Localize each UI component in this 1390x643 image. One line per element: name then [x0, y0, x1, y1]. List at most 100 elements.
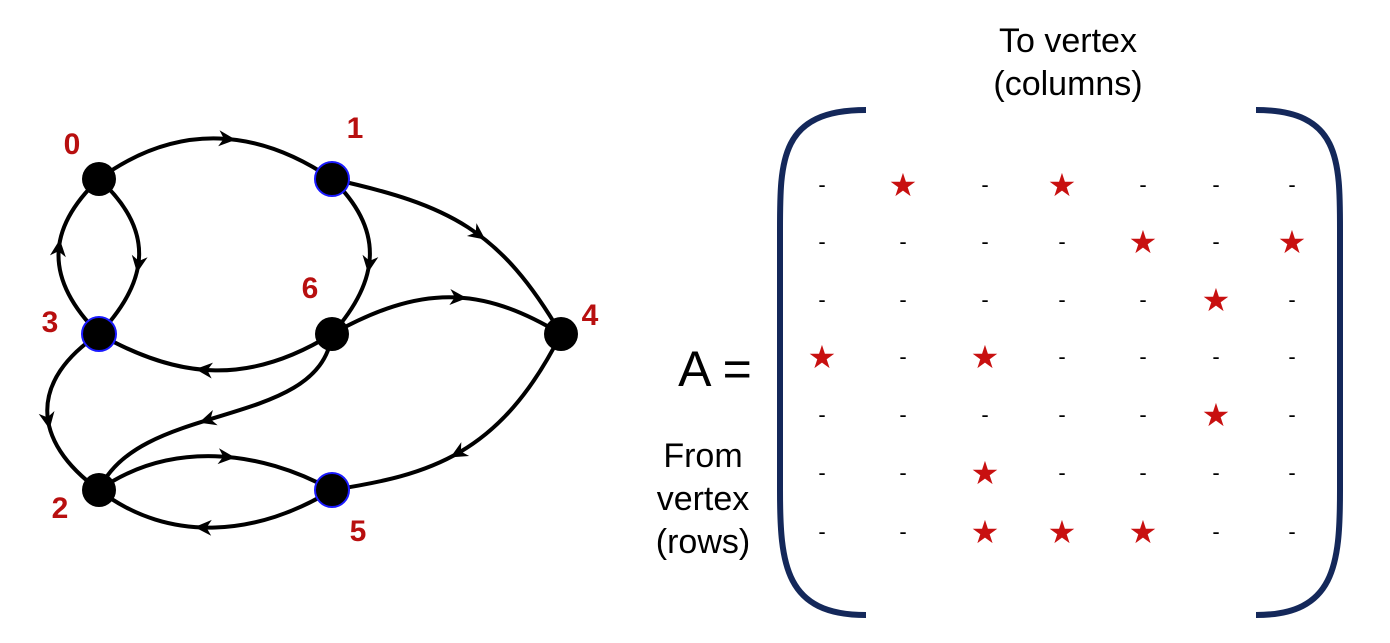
vertex-3 — [81, 316, 117, 352]
vertex-6 — [315, 317, 349, 351]
edge-arrowhead — [38, 411, 55, 430]
matrix-cell-r6-c4: ★ — [1129, 513, 1158, 551]
graph-edges — [38, 130, 563, 536]
matrix-cell-r1-c1: - — [899, 229, 906, 254]
matrix-cell-r5-c2: ★ — [971, 454, 1000, 492]
matrix-cell-r3-c1: - — [899, 344, 906, 369]
matrix-cell-r4-c6: - — [1288, 402, 1295, 427]
vertex-label-2: 2 — [52, 492, 69, 525]
edge-0-to-1 — [97, 136, 334, 181]
matrix-cell-r3-c4: - — [1139, 344, 1146, 369]
matrix-cell-r2-c6: - — [1288, 287, 1295, 312]
matrix-cells: - ★ - ★ - - - - - - - ★ - ★ - - - - - ★ - ★ - ★ - - - - - - - - - ★ - - - ★ - -… — [808, 166, 1307, 551]
matrix-cell-r6-c5: - — [1212, 519, 1219, 544]
matrix-cell-r0-c6: - — [1288, 172, 1295, 197]
matrix-cell-r5-c4: - — [1139, 460, 1146, 485]
column-caption-line2: (columns) — [993, 65, 1142, 103]
matrix-cell-r4-c2: - — [981, 402, 988, 427]
vertex-label-1: 1 — [347, 112, 364, 145]
matrix-cell-r1-c6: ★ — [1278, 223, 1307, 261]
vertex-1 — [314, 161, 350, 197]
matrix-cell-r2-c5: ★ — [1202, 281, 1231, 319]
vertex-label-6: 6 — [302, 272, 319, 305]
matrix-cell-r4-c3: - — [1058, 402, 1065, 427]
edge-arrowhead — [218, 130, 236, 147]
matrix-cell-r5-c3: - — [1058, 460, 1065, 485]
matrix-cell-r6-c3: ★ — [1048, 513, 1077, 551]
matrix-cell-r2-c0: - — [818, 287, 825, 312]
matrix-cell-r6-c2: ★ — [971, 513, 1000, 551]
matrix-cell-r0-c1: ★ — [889, 166, 918, 204]
edge-5-to-2 — [97, 488, 334, 530]
matrix-cell-r5-c6: - — [1288, 460, 1295, 485]
edge-1-to-6 — [330, 177, 372, 336]
row-caption-line1: From — [663, 437, 742, 475]
matrix-left-bracket — [777, 107, 867, 618]
matrix-cell-r1-c4: ★ — [1129, 223, 1158, 261]
edge-arrowhead — [449, 288, 467, 305]
vertex-label-5: 5 — [350, 515, 367, 548]
matrix-cell-r5-c5: - — [1212, 460, 1219, 485]
edge-arrowhead — [466, 223, 486, 240]
edge-arrowhead — [362, 254, 379, 273]
matrix-cell-r3-c2: ★ — [971, 338, 1000, 376]
vertex-2 — [82, 473, 116, 507]
row-caption-line3: (rows) — [656, 523, 750, 561]
edge-arrowhead — [199, 409, 218, 426]
edge-4-to-5 — [331, 333, 563, 492]
edge-arrowhead — [131, 254, 148, 273]
graph-vertex-labels: 0 1 2 3 4 5 6 — [42, 112, 599, 548]
column-caption-line1: To vertex — [999, 22, 1137, 60]
matrix-cell-r1-c0: - — [818, 229, 825, 254]
row-caption-line2: vertex — [657, 480, 750, 518]
edge-2-to-5 — [97, 454, 333, 492]
matrix-cell-r1-c2: - — [981, 229, 988, 254]
edge-arrowhead — [49, 239, 66, 258]
matrix-cell-r0-c4: - — [1139, 172, 1146, 197]
matrix-cell-r5-c1: - — [899, 460, 906, 485]
matrix-cell-r0-c3: ★ — [1048, 166, 1077, 204]
edge-1-to-4 — [331, 177, 563, 336]
edge-6-to-3 — [98, 332, 334, 373]
matrix-cell-r6-c1: - — [899, 519, 906, 544]
edge-6-to-2 — [97, 333, 334, 491]
edge-0-to-3 — [97, 177, 142, 336]
matrix-cell-r4-c1: - — [899, 402, 906, 427]
matrix-cell-r1-c5: - — [1212, 229, 1219, 254]
matrix-cell-r2-c3: - — [1058, 287, 1065, 312]
matrix-cell-r0-c5: - — [1212, 172, 1219, 197]
edge-arrowhead — [195, 362, 214, 379]
matrix-cell-r5-c0: - — [818, 460, 825, 485]
matrix-cell-r0-c0: - — [818, 172, 825, 197]
edge-3-to-0 — [56, 177, 101, 336]
vertex-label-0: 0 — [64, 128, 81, 161]
matrix-cell-r1-c3: - — [1058, 229, 1065, 254]
matrix-cell-r4-c4: - — [1139, 402, 1146, 427]
matrix-cell-r4-c0: - — [818, 402, 825, 427]
matrix-cell-r6-c0: - — [818, 519, 825, 544]
edge-arrowhead — [194, 519, 212, 536]
vertex-4 — [544, 317, 578, 351]
edge-3-to-2 — [45, 332, 101, 492]
vertex-label-3: 3 — [42, 306, 59, 339]
matrix-cell-r2-c2: - — [981, 287, 988, 312]
matrix-cell-r3-c3: - — [1058, 344, 1065, 369]
edge-6-to-4 — [331, 295, 563, 336]
matrix-cell-r0-c2: - — [981, 172, 988, 197]
matrix-cell-r3-c0: ★ — [808, 338, 837, 376]
vertex-5 — [314, 472, 350, 508]
matrix-cell-r2-c1: - — [899, 287, 906, 312]
matrix-cell-r3-c5: - — [1212, 344, 1219, 369]
matrix-cell-r3-c6: - — [1288, 344, 1295, 369]
matrix-cell-r2-c4: - — [1139, 287, 1146, 312]
vertex-0 — [82, 162, 116, 196]
vertex-label-4: 4 — [582, 299, 599, 332]
matrix-right-bracket — [1255, 107, 1343, 618]
graph-vertices — [81, 161, 578, 508]
edge-arrowhead — [450, 442, 470, 458]
matrix-name-label: A = — [678, 341, 752, 397]
edge-arrowhead — [217, 448, 236, 465]
matrix-cell-r6-c6: - — [1288, 519, 1295, 544]
matrix-cell-r4-c5: ★ — [1202, 396, 1231, 434]
